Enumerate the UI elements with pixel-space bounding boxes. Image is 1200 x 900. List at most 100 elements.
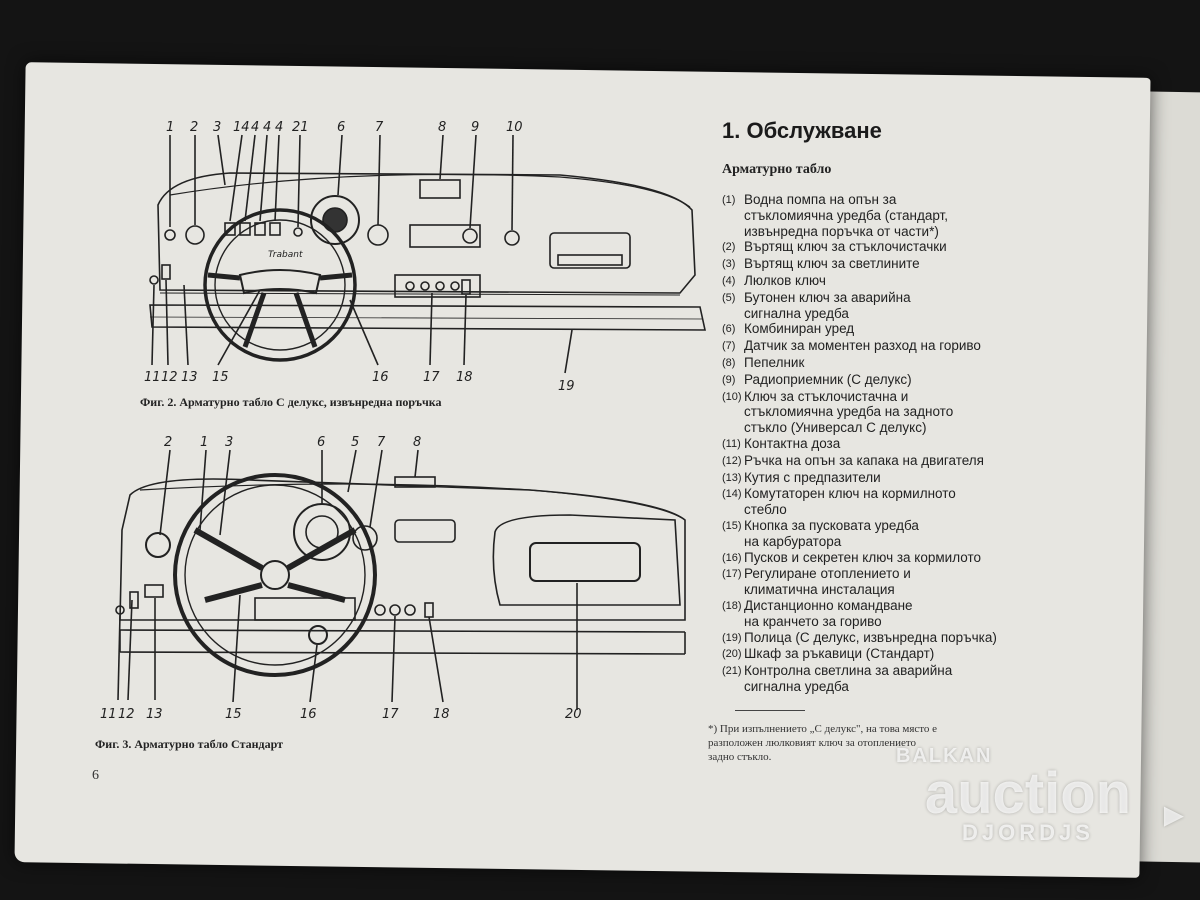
fig3-label-5: 5 bbox=[351, 435, 359, 450]
legend-item-number: (5) bbox=[722, 291, 736, 304]
fig2-label-12: 12 bbox=[161, 370, 178, 385]
legend-item: (13)Кутия с предпазители bbox=[722, 470, 1052, 487]
legend-item-text: Датчик за моментен разход на гориво bbox=[744, 338, 981, 354]
fig3-label-11: 11 bbox=[100, 707, 117, 720]
legend-item: (3)Въртящ ключ за светлините bbox=[722, 256, 1052, 273]
ignition-lock bbox=[308, 625, 328, 645]
figure-2-dashboard-deluxe: 1 2 3 14 4 4 4 21 6 7 8 9 10 11 12 13 15… bbox=[140, 115, 710, 400]
legend-item: (20)Шкаф за ръкавици (Стандарт) bbox=[722, 646, 1052, 663]
rear-wiper-switch bbox=[504, 230, 520, 246]
fig2-label-4a: 4 bbox=[251, 120, 259, 135]
fig2-label-8: 8 bbox=[438, 120, 446, 135]
legend-item-number: (19) bbox=[722, 631, 742, 644]
fig2-label-9: 9 bbox=[471, 120, 479, 135]
legend-item: (19)Полица (С делукс, извънредна поръчка… bbox=[722, 630, 1052, 647]
figure-2-drawing: 1 2 3 14 4 4 4 21 6 7 8 9 10 11 12 13 15… bbox=[144, 120, 706, 394]
legend-item: (16)Пусков и секретен ключ за кормилото bbox=[722, 550, 1052, 567]
legend-item-number: (6) bbox=[722, 323, 736, 336]
fig3-label-1: 1 bbox=[200, 435, 208, 450]
radio bbox=[409, 224, 481, 248]
legend-item: (1)Водна помпа на опън за стъкломиячна у… bbox=[722, 192, 1052, 239]
fig3-label-7: 7 bbox=[377, 435, 386, 450]
legend-item-number: (9) bbox=[722, 373, 736, 386]
legend-item-text: Комбиниран уред bbox=[744, 321, 855, 337]
fig2-label-4c: 4 bbox=[275, 120, 283, 135]
legend-item-number: (12) bbox=[722, 454, 742, 467]
fuel-gauge bbox=[367, 224, 389, 246]
legend-item-number: (14) bbox=[722, 488, 742, 501]
watermark: BALKAN auction DJORDJS ▸ bbox=[878, 745, 1184, 846]
legend-item: (15)Кнопка за пусковата уредба на карбур… bbox=[722, 518, 1052, 550]
watermark-bottom: DJORDJS bbox=[962, 820, 1094, 845]
legend-item-number: (10) bbox=[722, 390, 742, 403]
watermark-middle: auction bbox=[924, 761, 1132, 826]
fig3-label-6: 6 bbox=[317, 435, 325, 450]
legend-item-text: Люлков ключ bbox=[744, 272, 826, 288]
legend-item-text: Комутаторен ключ на кормилното стебло bbox=[744, 486, 956, 518]
fig2-label-18: 18 bbox=[456, 370, 473, 385]
legend-item: (6) Комбиниран уред bbox=[722, 321, 1052, 338]
section-title: 1. Обслужване bbox=[722, 118, 882, 143]
legend-item-text: Дистанционно командване на кранчето за г… bbox=[744, 597, 913, 629]
legend-item-text: Бутонен ключ за аварийна сигнална уредба bbox=[744, 289, 911, 321]
legend-item-number: (15) bbox=[722, 519, 742, 532]
legend-item-number: (4) bbox=[722, 274, 736, 287]
fig3-label-12: 12 bbox=[118, 707, 135, 720]
fig3-label-20: 20 bbox=[565, 707, 582, 720]
legend-item-text: Пусков и секретен ключ за кормилото bbox=[744, 549, 981, 565]
legend-item-text: Радиоприемник (С делукс) bbox=[744, 371, 912, 387]
legend-item-number: (17) bbox=[722, 568, 742, 581]
page-number: 6 bbox=[92, 768, 99, 783]
component-legend: (1)Водна помпа на опън за стъкломиячна у… bbox=[722, 192, 1052, 695]
legend-item: (5) Бутонен ключ за аварийна сигнална уре… bbox=[722, 290, 1052, 322]
fig3-label-17: 17 bbox=[382, 707, 399, 720]
legend-item: (4) Люлков ключ bbox=[722, 273, 1052, 290]
legend-item: (2) Въртящ ключ за стъклочистачки bbox=[722, 239, 1052, 256]
dash-outline bbox=[157, 172, 696, 294]
legend-item: (7) Датчик за моментен разход на гориво bbox=[722, 338, 1052, 355]
legend-item: (9) Радиоприемник (С делукс) bbox=[722, 372, 1052, 389]
legend-item-text: Ръчка на опън за капака на двигателя bbox=[744, 452, 984, 468]
knob-2 bbox=[145, 532, 171, 558]
legend-item-text: Регулиране отоплението и климатична инст… bbox=[744, 566, 911, 598]
fig2-label-3: 3 bbox=[213, 120, 221, 135]
legend-item-number: (2) bbox=[722, 241, 736, 254]
watermark-top: BALKAN bbox=[896, 745, 993, 767]
legend-item-number: (21) bbox=[722, 665, 742, 678]
figure-3-drawing: 2 1 3 6 5 7 8 11 12 13 15 16 17 18 20 bbox=[100, 435, 686, 720]
figure-3-caption: Фиг. 3. Арматурно табло Стандарт bbox=[95, 737, 283, 751]
combined-instrument bbox=[310, 195, 360, 245]
fuel-gauge bbox=[352, 525, 378, 551]
legend-item-number: (7) bbox=[722, 340, 736, 353]
legend-item-text: Водна помпа на опън за стъкломиячна уред… bbox=[744, 192, 948, 239]
knob-2 bbox=[185, 225, 205, 245]
fig2-label-16: 16 bbox=[372, 370, 389, 385]
legend-item-number: (3) bbox=[722, 258, 736, 271]
fig2-label-13: 13 bbox=[181, 370, 198, 385]
legend-item-number: (8) bbox=[722, 356, 736, 369]
fig2-label-14: 14 bbox=[233, 120, 250, 135]
steering-wheel bbox=[203, 208, 357, 362]
fig2-label-15: 15 bbox=[212, 370, 229, 385]
dash-top-rim bbox=[169, 173, 691, 208]
figure-3-dashboard-standard: 2 1 3 6 5 7 8 11 12 13 15 16 17 18 20 bbox=[100, 420, 690, 720]
legend-item-text: Контролна светлина за аварийна сигнална … bbox=[744, 663, 953, 694]
legend-item-text: Въртящ ключ за стъклочистачки bbox=[744, 239, 947, 255]
watermark-arrow-icon: ▸ bbox=[1163, 792, 1184, 836]
fig2-label-6: 6 bbox=[337, 120, 345, 135]
fig2-label-19: 19 bbox=[558, 379, 575, 394]
legend-item-text: Полица (С делукс, извънредна поръчка) bbox=[744, 629, 997, 645]
legend-item: (17)Регулиране отоплението и климатична … bbox=[722, 566, 1052, 598]
fig3-label-16: 16 bbox=[300, 707, 317, 720]
radio-blank bbox=[394, 519, 456, 543]
legend-item-text: Шкаф за ръкавици (Стандарт) bbox=[744, 646, 935, 662]
glovebox-handle bbox=[529, 542, 641, 582]
knob-1 bbox=[164, 229, 176, 241]
dash-top-rim bbox=[139, 483, 683, 519]
legend-item: (8)Пепелник bbox=[722, 355, 1052, 372]
fig2-label-1: 1 bbox=[166, 120, 174, 135]
glovebox-handle bbox=[549, 232, 631, 269]
fig2-label-2: 2 bbox=[190, 120, 198, 135]
shelf bbox=[149, 304, 706, 331]
steering-wheel bbox=[173, 473, 377, 677]
